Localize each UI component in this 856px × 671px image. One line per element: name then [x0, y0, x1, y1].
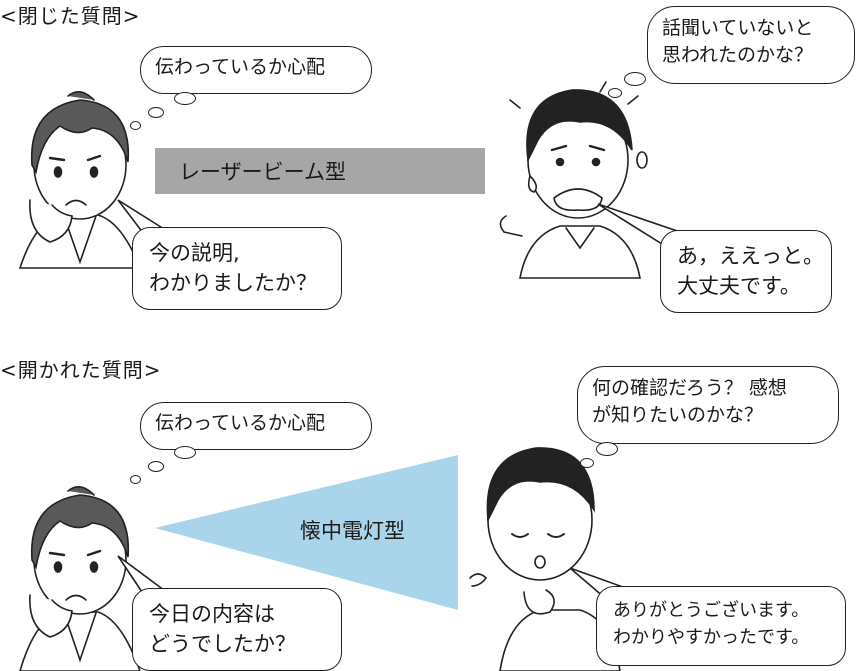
nurse-thought-bubble-closed: 伝わっているか心配 [140, 46, 372, 94]
nurse-speech-line: わかりましたか？ [149, 268, 325, 298]
patient-thought-line: 思われたのかな？ [662, 42, 840, 69]
thought-dot [580, 458, 594, 468]
thought-dot [148, 107, 164, 118]
patient-thought-line: 話聞いていないと [662, 15, 840, 42]
nurse-speech-line: 今日の内容は [149, 599, 325, 629]
patient-thought-bubble-closed: 話聞いていないと 思われたのかな？ [647, 6, 855, 84]
thought-dot [148, 461, 164, 472]
patient-thought-line: 何の確認だろう？ 感想 [592, 375, 824, 402]
patient-speech-line: わかりやすかったです。 [613, 624, 829, 651]
thought-dot [608, 88, 622, 98]
nurse-speech-line: 今の説明, [149, 238, 325, 268]
nurse-figure-closed [20, 92, 140, 268]
nurse-speech-line: どうでしたか？ [149, 629, 325, 659]
laser-beam-bar: レーザービーム型 [155, 148, 485, 194]
thought-dot [174, 92, 196, 105]
patient-figure-closed [500, 82, 647, 278]
nurse-speech-bubble-open: 今日の内容は どうでしたか？ [132, 588, 342, 671]
laser-beam-label: レーザービーム型 [179, 156, 346, 186]
patient-thought-bubble-open: 何の確認だろう？ 感想 が知りたいのかな？ [577, 366, 839, 444]
thought-dot [596, 442, 618, 456]
nurse-thought-bubble-open: 伝わっているか心配 [140, 402, 372, 450]
thought-dot [130, 475, 141, 484]
patient-speech-bubble-closed: あ，ええっと。 大丈夫です。 [660, 230, 832, 313]
patient-thought-line: が知りたいのかな？ [592, 402, 824, 429]
thought-dot [174, 446, 196, 459]
patient-speech-line: あ，ええっと。 [677, 241, 815, 271]
closed-question-heading: <閉じた質問> [0, 0, 141, 29]
thought-dot [624, 72, 646, 86]
patient-speech-line: ありがとうございます。 [613, 597, 829, 624]
nurse-figure-open [20, 487, 140, 671]
nurse-speech-bubble-closed: 今の説明, わかりましたか？ [132, 227, 342, 310]
patient-speech-bubble-open: ありがとうございます。 わかりやすかったです。 [596, 586, 846, 666]
thought-dot [130, 121, 141, 130]
nurse-thought-text-closed: 伝わっているか心配 [155, 56, 325, 78]
flashlight-label: 懐中電灯型 [300, 515, 405, 545]
open-question-heading: <開かれた質問> [0, 354, 162, 383]
patient-speech-line: 大丈夫です。 [677, 271, 815, 301]
nurse-thought-text-open: 伝わっているか心配 [155, 412, 325, 434]
